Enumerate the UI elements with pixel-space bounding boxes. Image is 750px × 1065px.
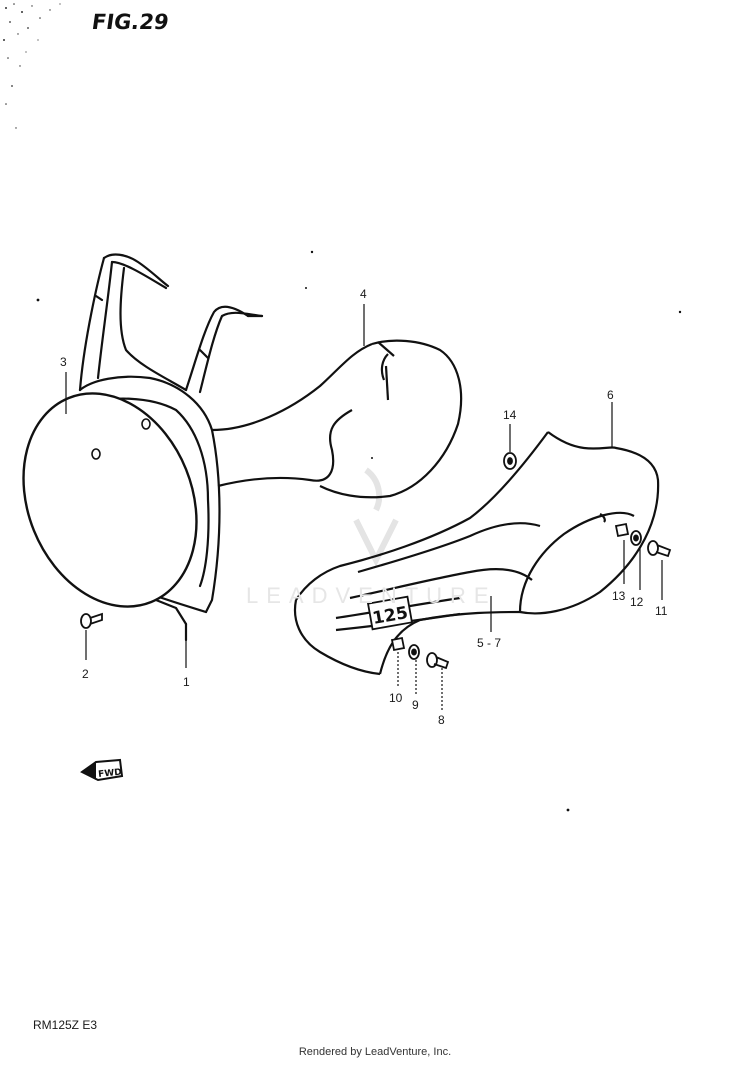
forward-arrow-icon: FWD bbox=[80, 758, 124, 782]
callout-12: 12 bbox=[630, 595, 644, 609]
washer-9-icon bbox=[408, 644, 420, 660]
decal-125: 125 bbox=[367, 595, 413, 631]
callout-10: 10 bbox=[389, 691, 403, 705]
screw-2-icon bbox=[80, 612, 103, 629]
grommet-14-icon bbox=[503, 452, 517, 470]
collar-10-icon bbox=[390, 636, 406, 652]
watermark-logo bbox=[353, 467, 399, 567]
hardware bbox=[80, 452, 672, 670]
footer-credit: Rendered by LeadVenture, Inc. bbox=[298, 1046, 452, 1058]
callout-8: 8 bbox=[438, 713, 445, 727]
part-3-number-plate bbox=[22, 392, 198, 608]
part-4-side-cover-left bbox=[211, 339, 463, 499]
callout-13: 13 bbox=[612, 589, 626, 603]
washer-12-icon bbox=[630, 530, 642, 546]
callout-3: 3 bbox=[60, 355, 67, 369]
scan-speckle bbox=[3, 3, 61, 129]
model-label: RM125Z E3 bbox=[33, 1018, 98, 1032]
bolt-8-icon bbox=[426, 652, 450, 670]
bolt-11-icon bbox=[647, 540, 672, 558]
collar-13-icon bbox=[614, 522, 630, 538]
callout-1: 1 bbox=[183, 675, 190, 689]
callout-6: 6 bbox=[607, 388, 614, 402]
watermark-text: LEADVENTURE bbox=[246, 583, 497, 608]
callout-9: 9 bbox=[412, 698, 419, 712]
scan-marks bbox=[36, 250, 682, 812]
callout-5-7: 5 - 7 bbox=[477, 636, 502, 650]
callout-11: 11 bbox=[655, 604, 668, 618]
forward-arrow-label: FWD bbox=[98, 768, 122, 780]
callout-2: 2 bbox=[82, 667, 89, 681]
figure-title: FIG.29 bbox=[90, 10, 171, 34]
leader-lines bbox=[65, 304, 663, 710]
callout-14: 14 bbox=[503, 408, 517, 422]
callout-4: 4 bbox=[360, 287, 367, 301]
